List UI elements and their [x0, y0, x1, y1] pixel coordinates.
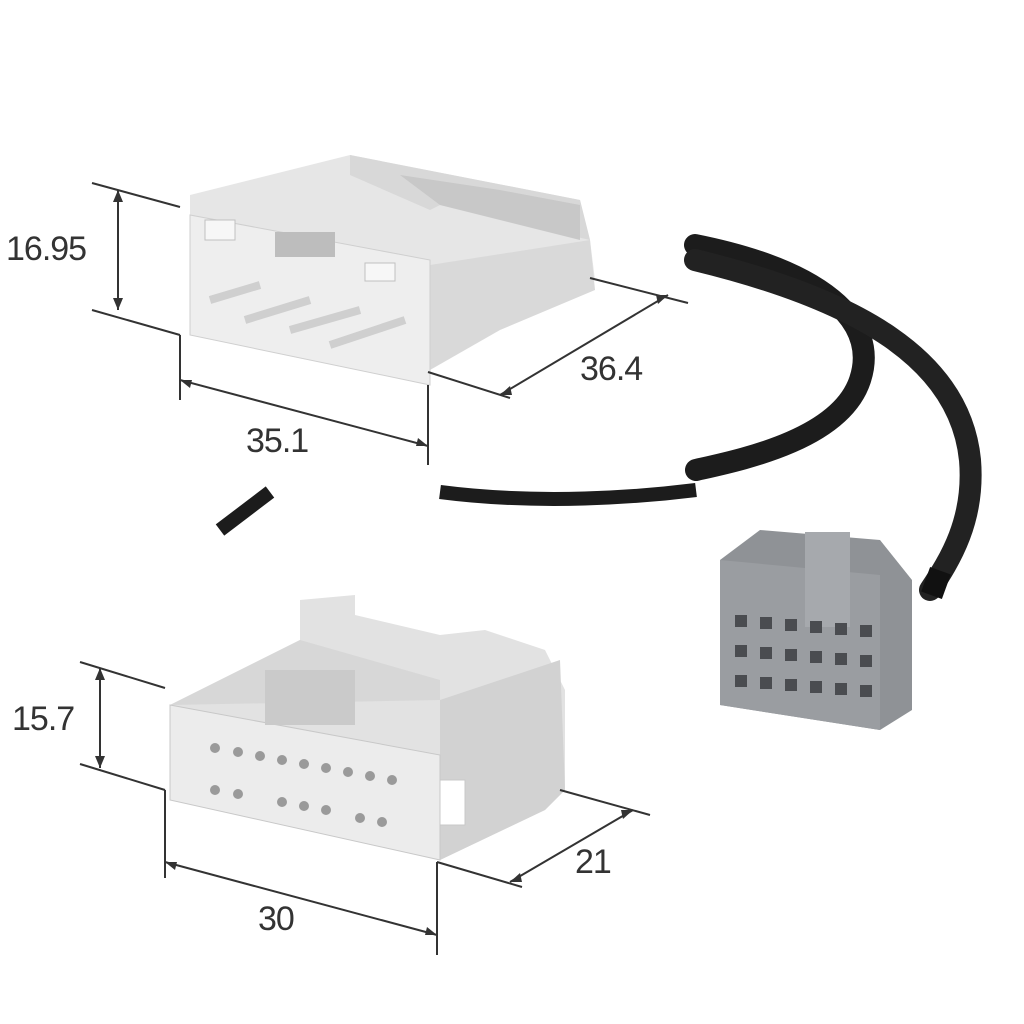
dimension-lines [79, 182, 689, 955]
bottom-connector-illustration [169, 595, 565, 861]
braided-cable [215, 234, 982, 601]
top-depth-dimension: 36.4 [580, 350, 643, 388]
dimension-arrowheads [95, 190, 668, 935]
bottom-height-dimension: 15.7 [12, 700, 75, 738]
top-height-dimension: 16.95 [6, 230, 87, 268]
bottom-width-dimension: 30 [258, 900, 295, 938]
bottom-depth-dimension: 21 [575, 843, 612, 881]
harness-connector-illustration [720, 530, 912, 730]
top-width-dimension: 35.1 [246, 422, 309, 460]
top-connector-illustration [189, 155, 595, 386]
